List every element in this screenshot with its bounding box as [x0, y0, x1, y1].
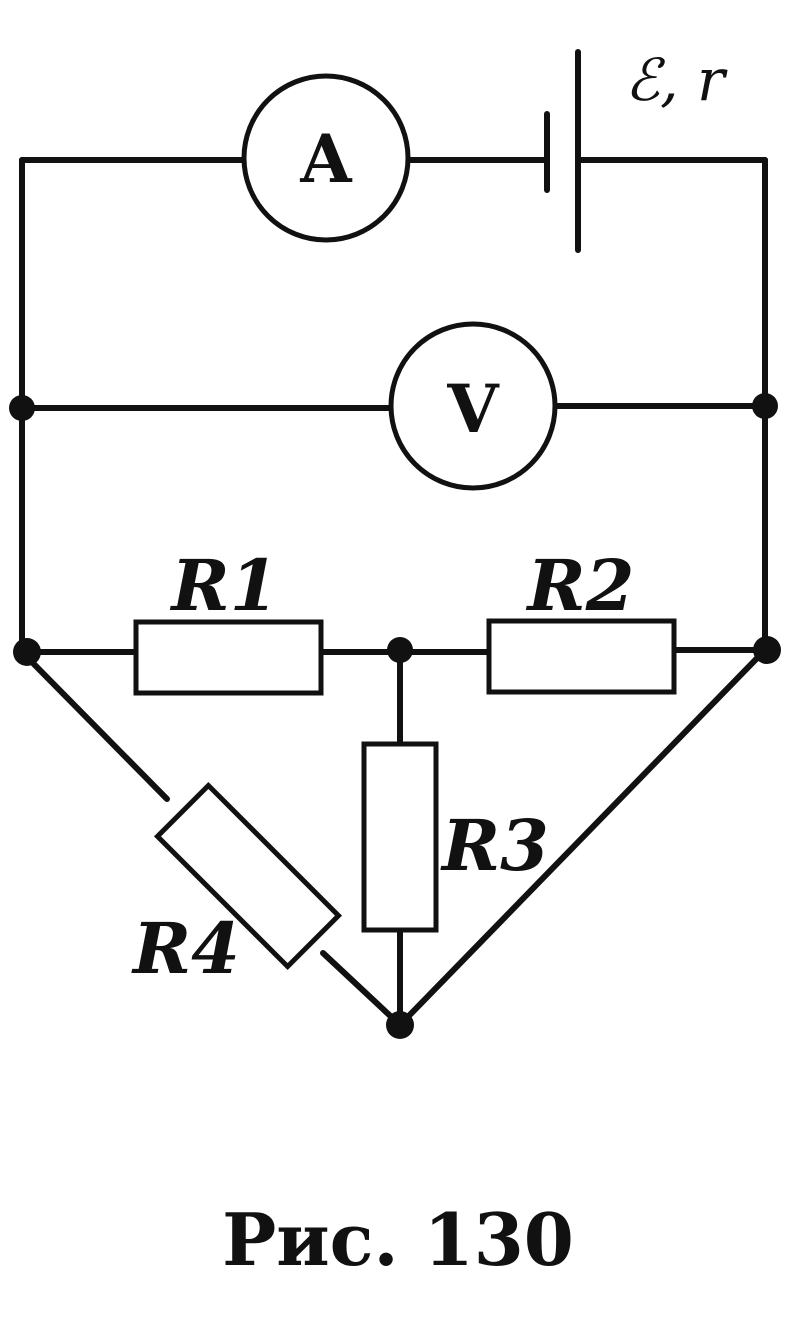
ammeter-symbol: A	[299, 120, 352, 198]
figure-caption: Рис. 130	[222, 1197, 574, 1282]
junction-node	[387, 637, 413, 663]
ammeter: A	[241, 73, 411, 243]
resistor-r2	[486, 618, 677, 695]
label-r2: R2	[526, 544, 635, 627]
label-r1: R1	[170, 544, 279, 627]
resistor-r1	[133, 619, 324, 696]
junction-node	[9, 395, 35, 421]
resistor-r4	[153, 781, 343, 971]
voltmeter-symbol: V	[446, 370, 500, 448]
label-r4: R4	[131, 907, 240, 990]
top-wires	[19, 157, 768, 411]
voltmeter: V	[388, 321, 558, 491]
junction-node	[753, 636, 781, 664]
junction-node	[13, 638, 41, 666]
junction-node	[752, 393, 778, 419]
junction-nodes	[9, 393, 781, 1039]
network-wires	[19, 647, 768, 1028]
battery	[544, 49, 581, 253]
resistor-r3	[361, 741, 439, 933]
label-r3: R3	[440, 804, 549, 887]
junction-node	[386, 1011, 414, 1039]
voltmeter-wires	[19, 403, 768, 655]
emf-label: ℰ, r	[625, 46, 728, 114]
